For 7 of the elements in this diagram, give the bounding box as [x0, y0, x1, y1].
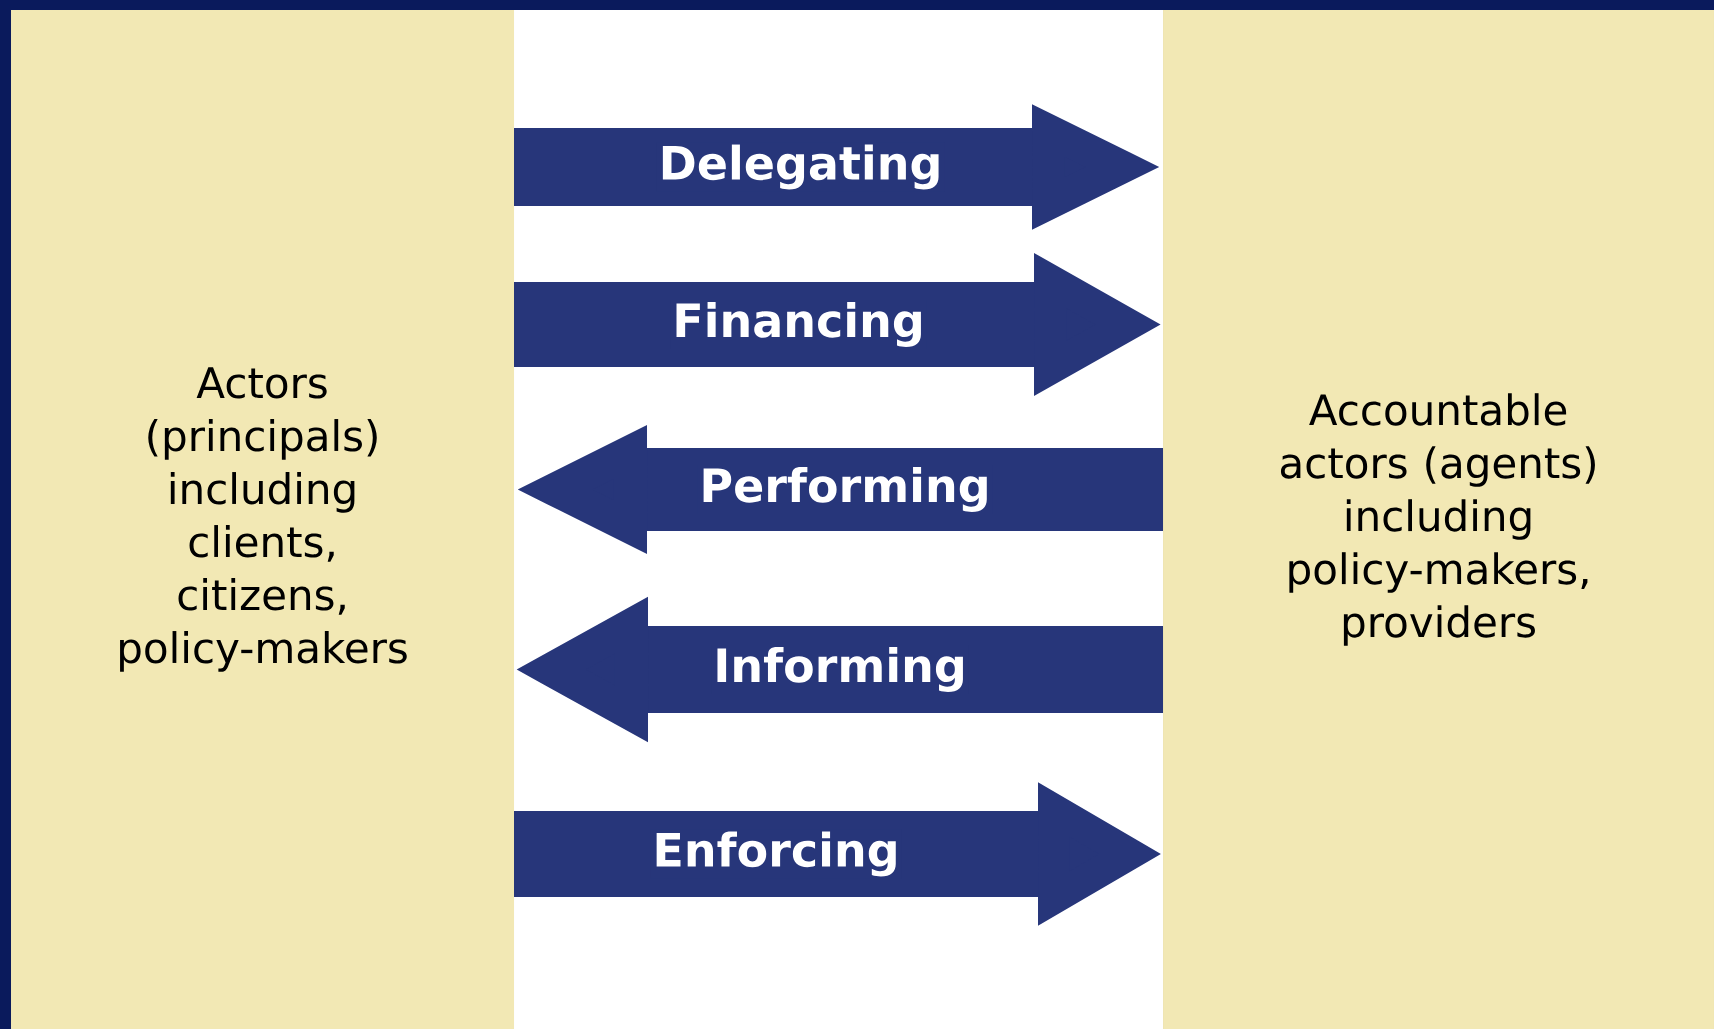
edge-label: Financing: [670, 300, 927, 349]
edge-label: Performing: [697, 465, 993, 514]
side-panel: Actors (principals) including clients, citizens, policy-makers: [11, 10, 514, 1029]
edge-label: Informing: [711, 645, 969, 694]
side-panel: Accountable actors (agents) including policy-makers, providers: [1163, 10, 1714, 1029]
edge-label: Delegating: [656, 142, 945, 192]
edge-label: Enforcing: [650, 829, 902, 879]
